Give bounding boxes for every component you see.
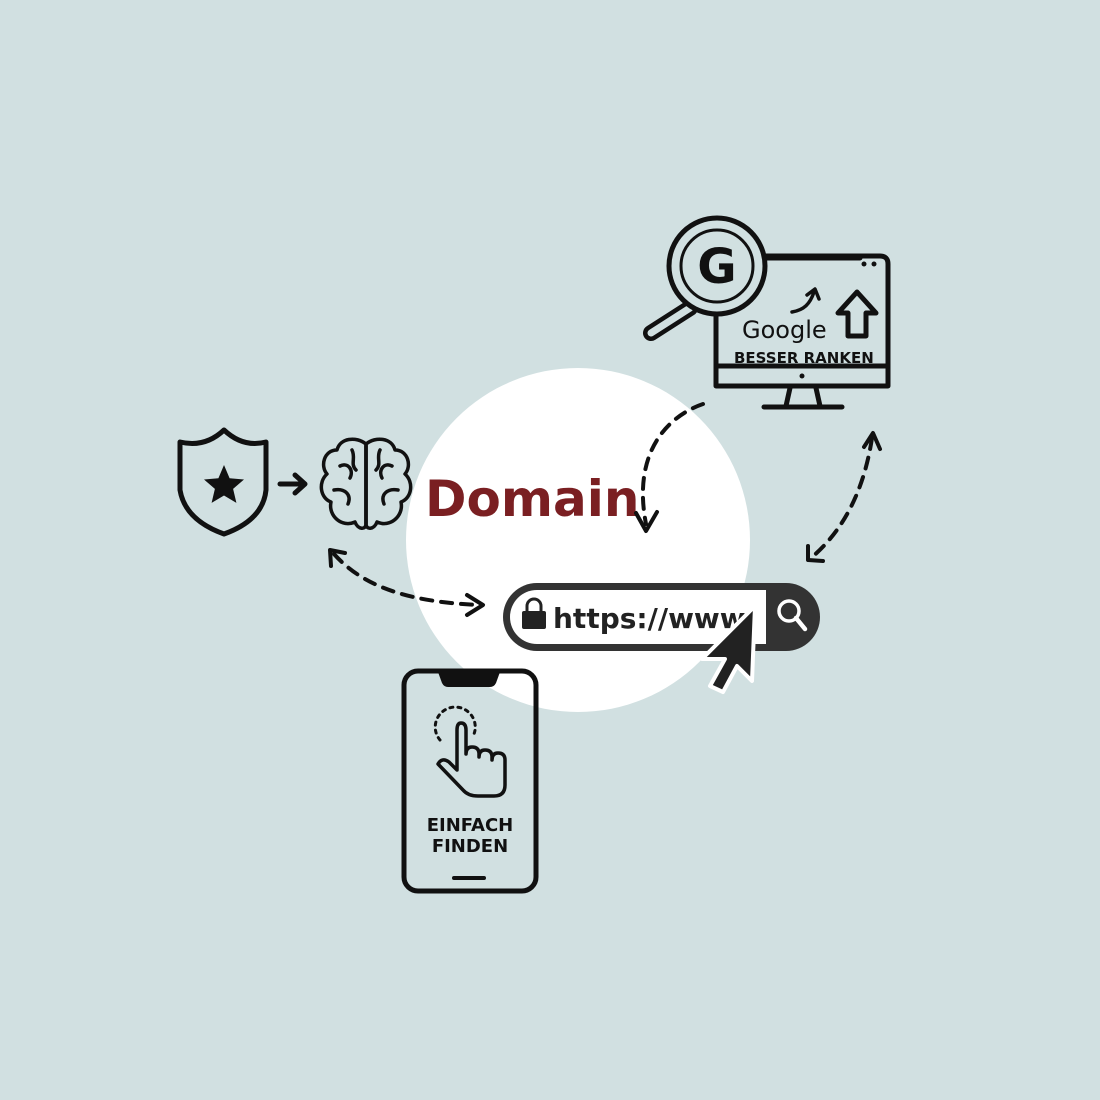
monitor-icon bbox=[713, 253, 891, 410]
trend-up-icon bbox=[790, 287, 821, 314]
tap-hand-icon bbox=[433, 705, 507, 798]
arrow-monitor-searchbar bbox=[806, 431, 882, 563]
brain-icon bbox=[319, 437, 413, 530]
arrow-right-icon bbox=[277, 472, 308, 496]
url-text: https://www bbox=[553, 602, 746, 635]
besser-ranken-label: BESSER RANKEN bbox=[734, 349, 874, 367]
google-magnifier-icon: G bbox=[643, 215, 768, 341]
cursor-arrow-icon bbox=[700, 604, 757, 694]
smartphone-icon bbox=[401, 668, 539, 894]
einfach-label: EINFACH bbox=[427, 815, 514, 836]
shield-star-icon bbox=[177, 427, 269, 537]
arrow-brain-searchbar bbox=[328, 548, 485, 617]
arrow-monitor-to-domain bbox=[634, 402, 705, 533]
g-letter: G bbox=[697, 239, 736, 295]
up-arrow-icon bbox=[835, 289, 879, 339]
finden-label: FINDEN bbox=[432, 836, 508, 857]
magnifier-icon[interactable] bbox=[777, 599, 808, 632]
url-search-bar[interactable]: https://www bbox=[503, 583, 820, 651]
domain-title: Domain bbox=[425, 470, 639, 528]
lock-icon bbox=[522, 597, 546, 629]
center-circle bbox=[406, 368, 750, 712]
google-text: Google bbox=[742, 316, 827, 344]
